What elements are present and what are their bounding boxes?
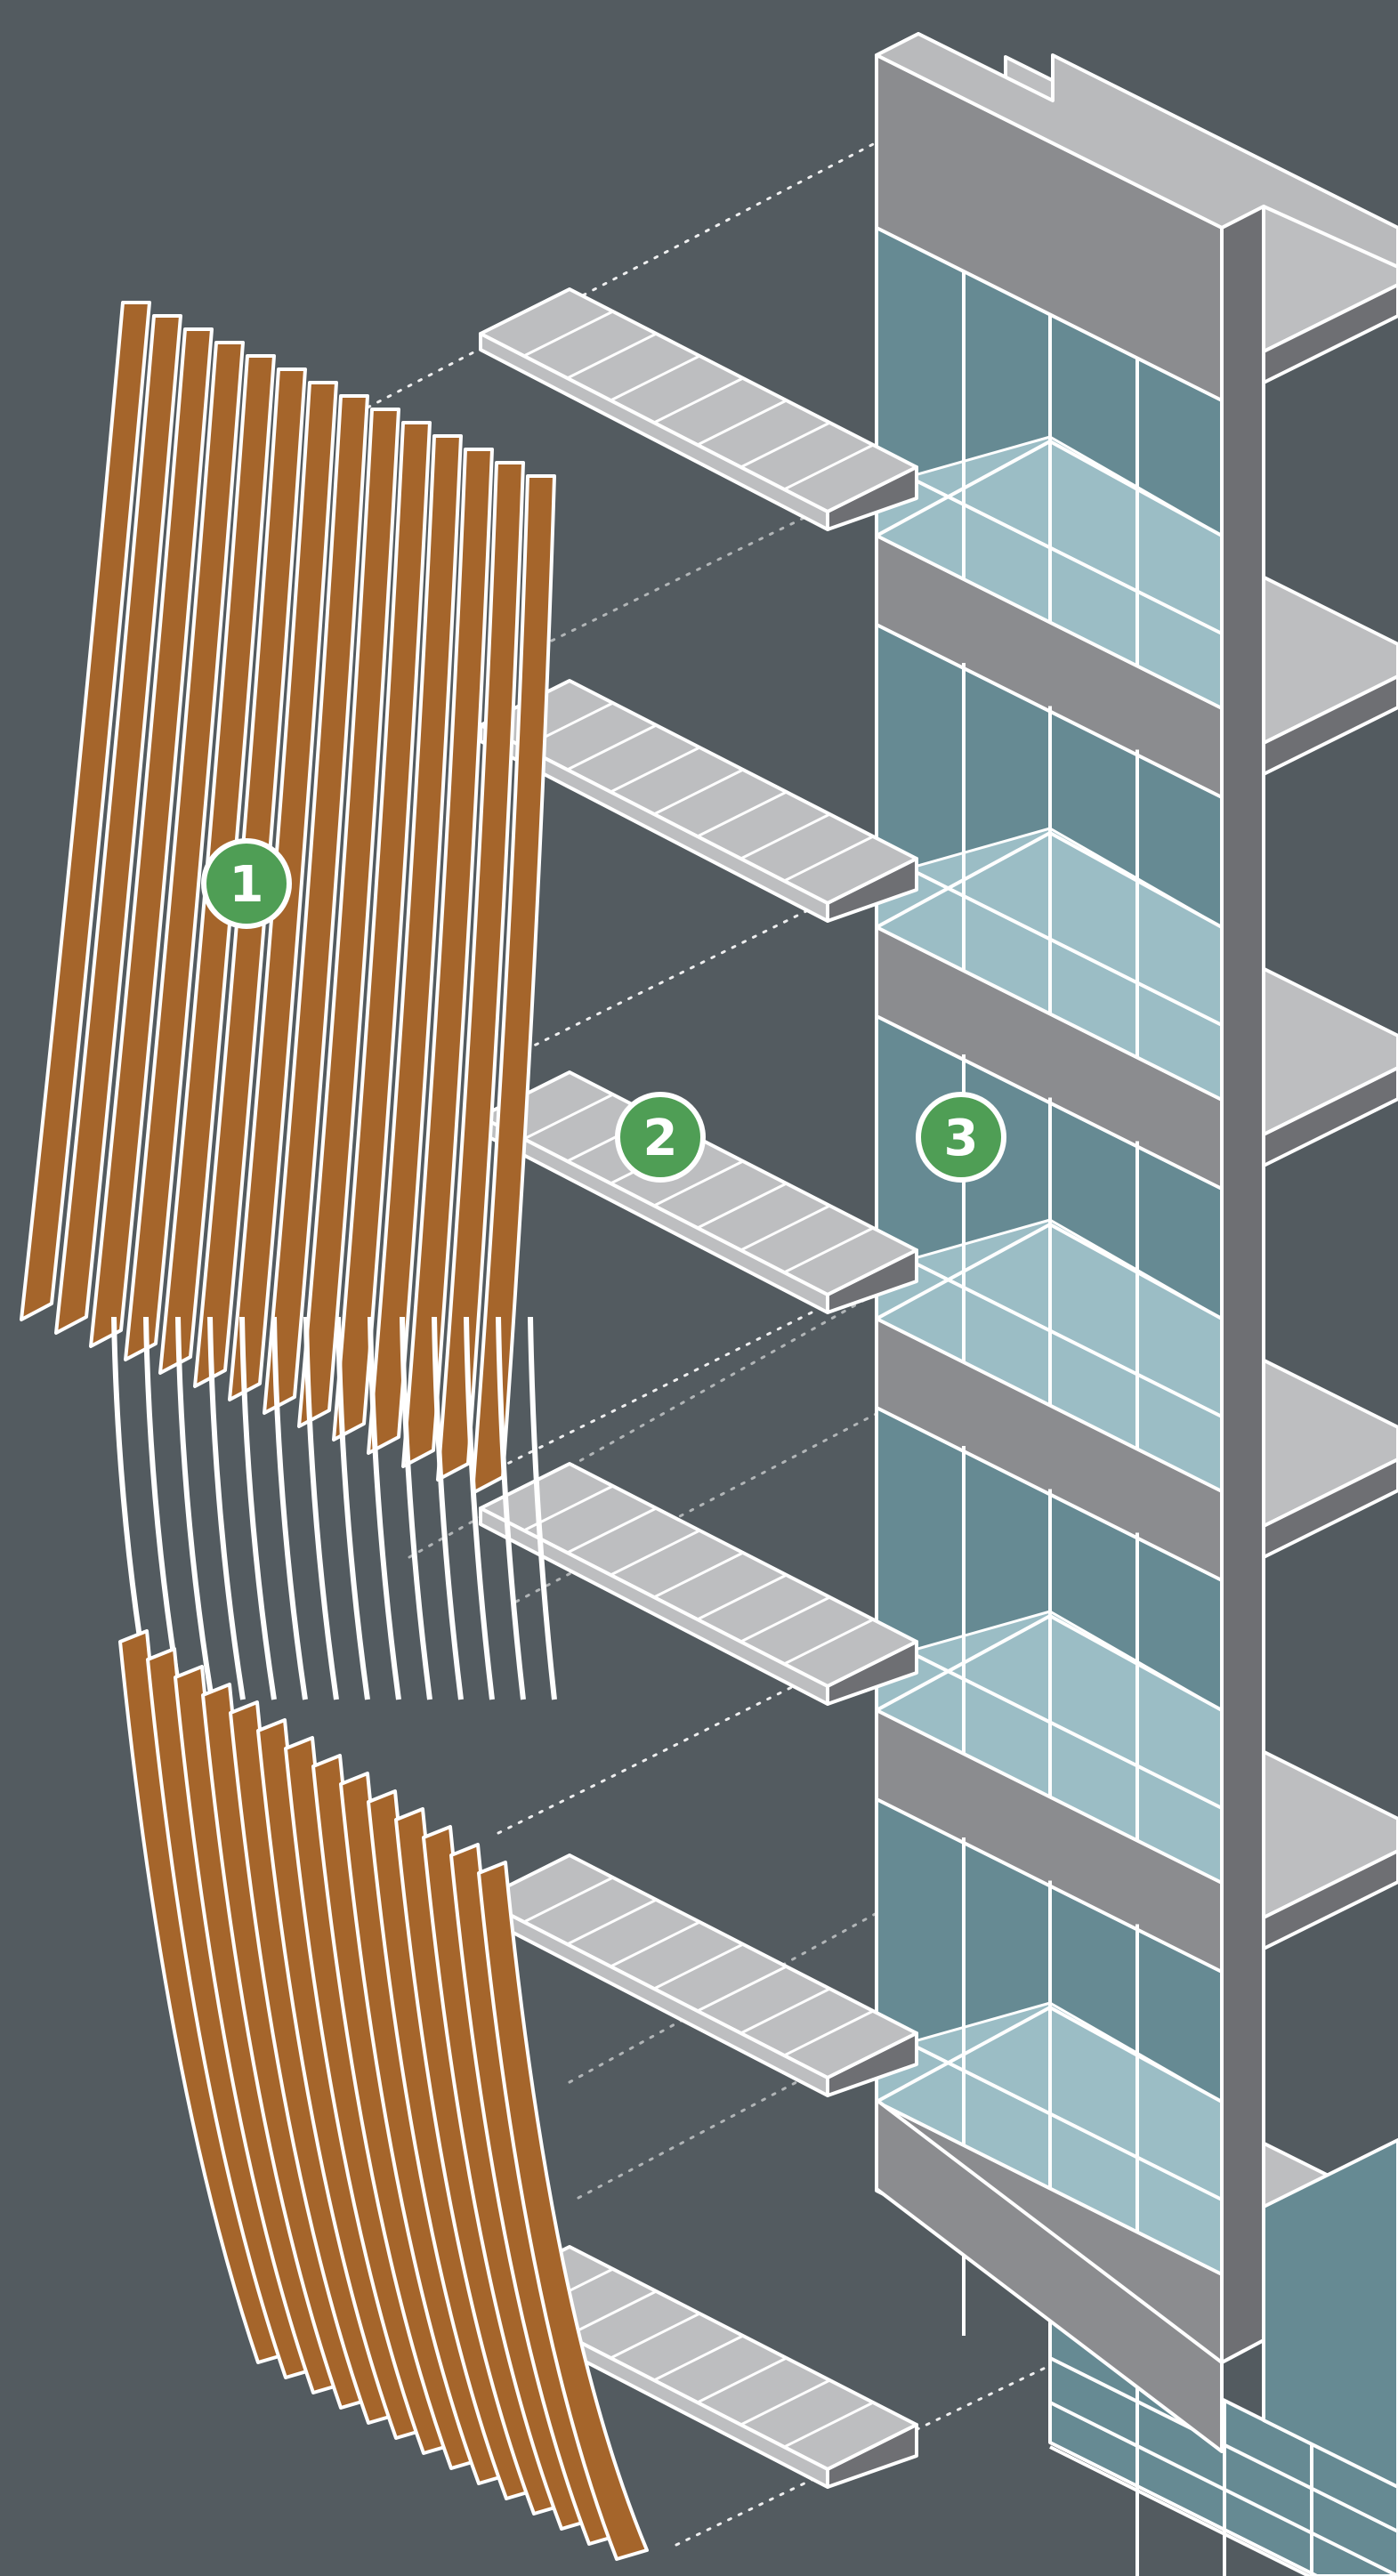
vertical-column	[1222, 206, 1264, 2362]
callout-label-2: 2	[643, 1110, 678, 1167]
callout-badge-1: 1	[204, 841, 289, 926]
callout-label-3: 3	[944, 1110, 979, 1167]
callout-label-1: 1	[230, 856, 264, 914]
callout-badge-2: 2	[618, 1094, 703, 1180]
callout-badge-3: 3	[918, 1094, 1004, 1180]
